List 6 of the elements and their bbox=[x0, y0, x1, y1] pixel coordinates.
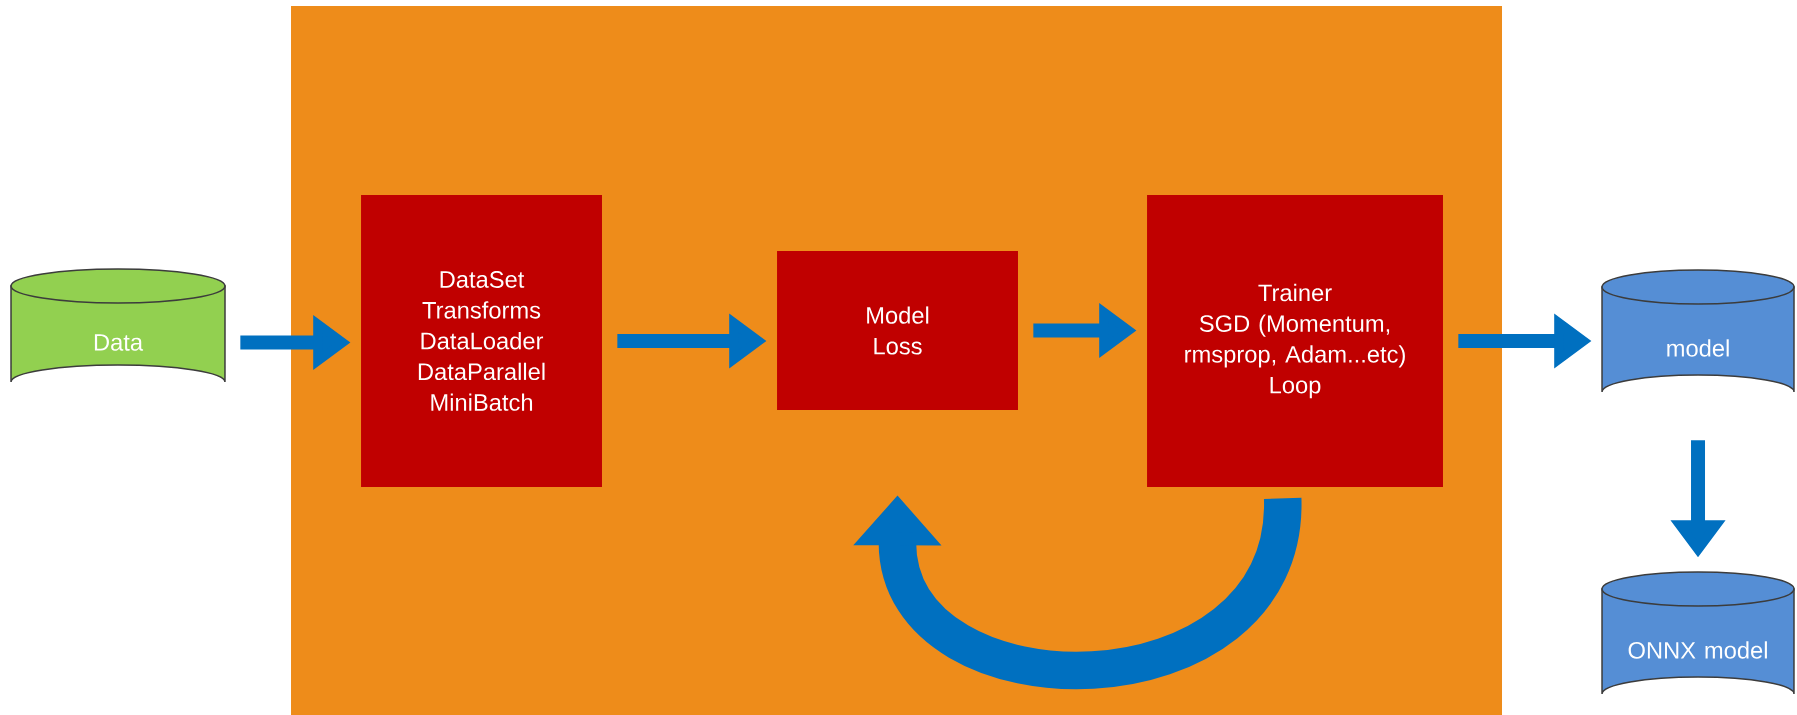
process-box: DataSet Transforms DataLoader DataParallel MiniBatch bbox=[361, 195, 602, 487]
model-cylinder: ONNX model bbox=[1601, 571, 1795, 695]
data-cylinder: Data bbox=[10, 268, 226, 383]
model-cylinder: model bbox=[1601, 269, 1795, 393]
process-box: Model Loss bbox=[777, 251, 1018, 410]
process-box: Trainer SGD (Momentum, rmsprop, Adam...etc) Loop bbox=[1147, 195, 1443, 487]
